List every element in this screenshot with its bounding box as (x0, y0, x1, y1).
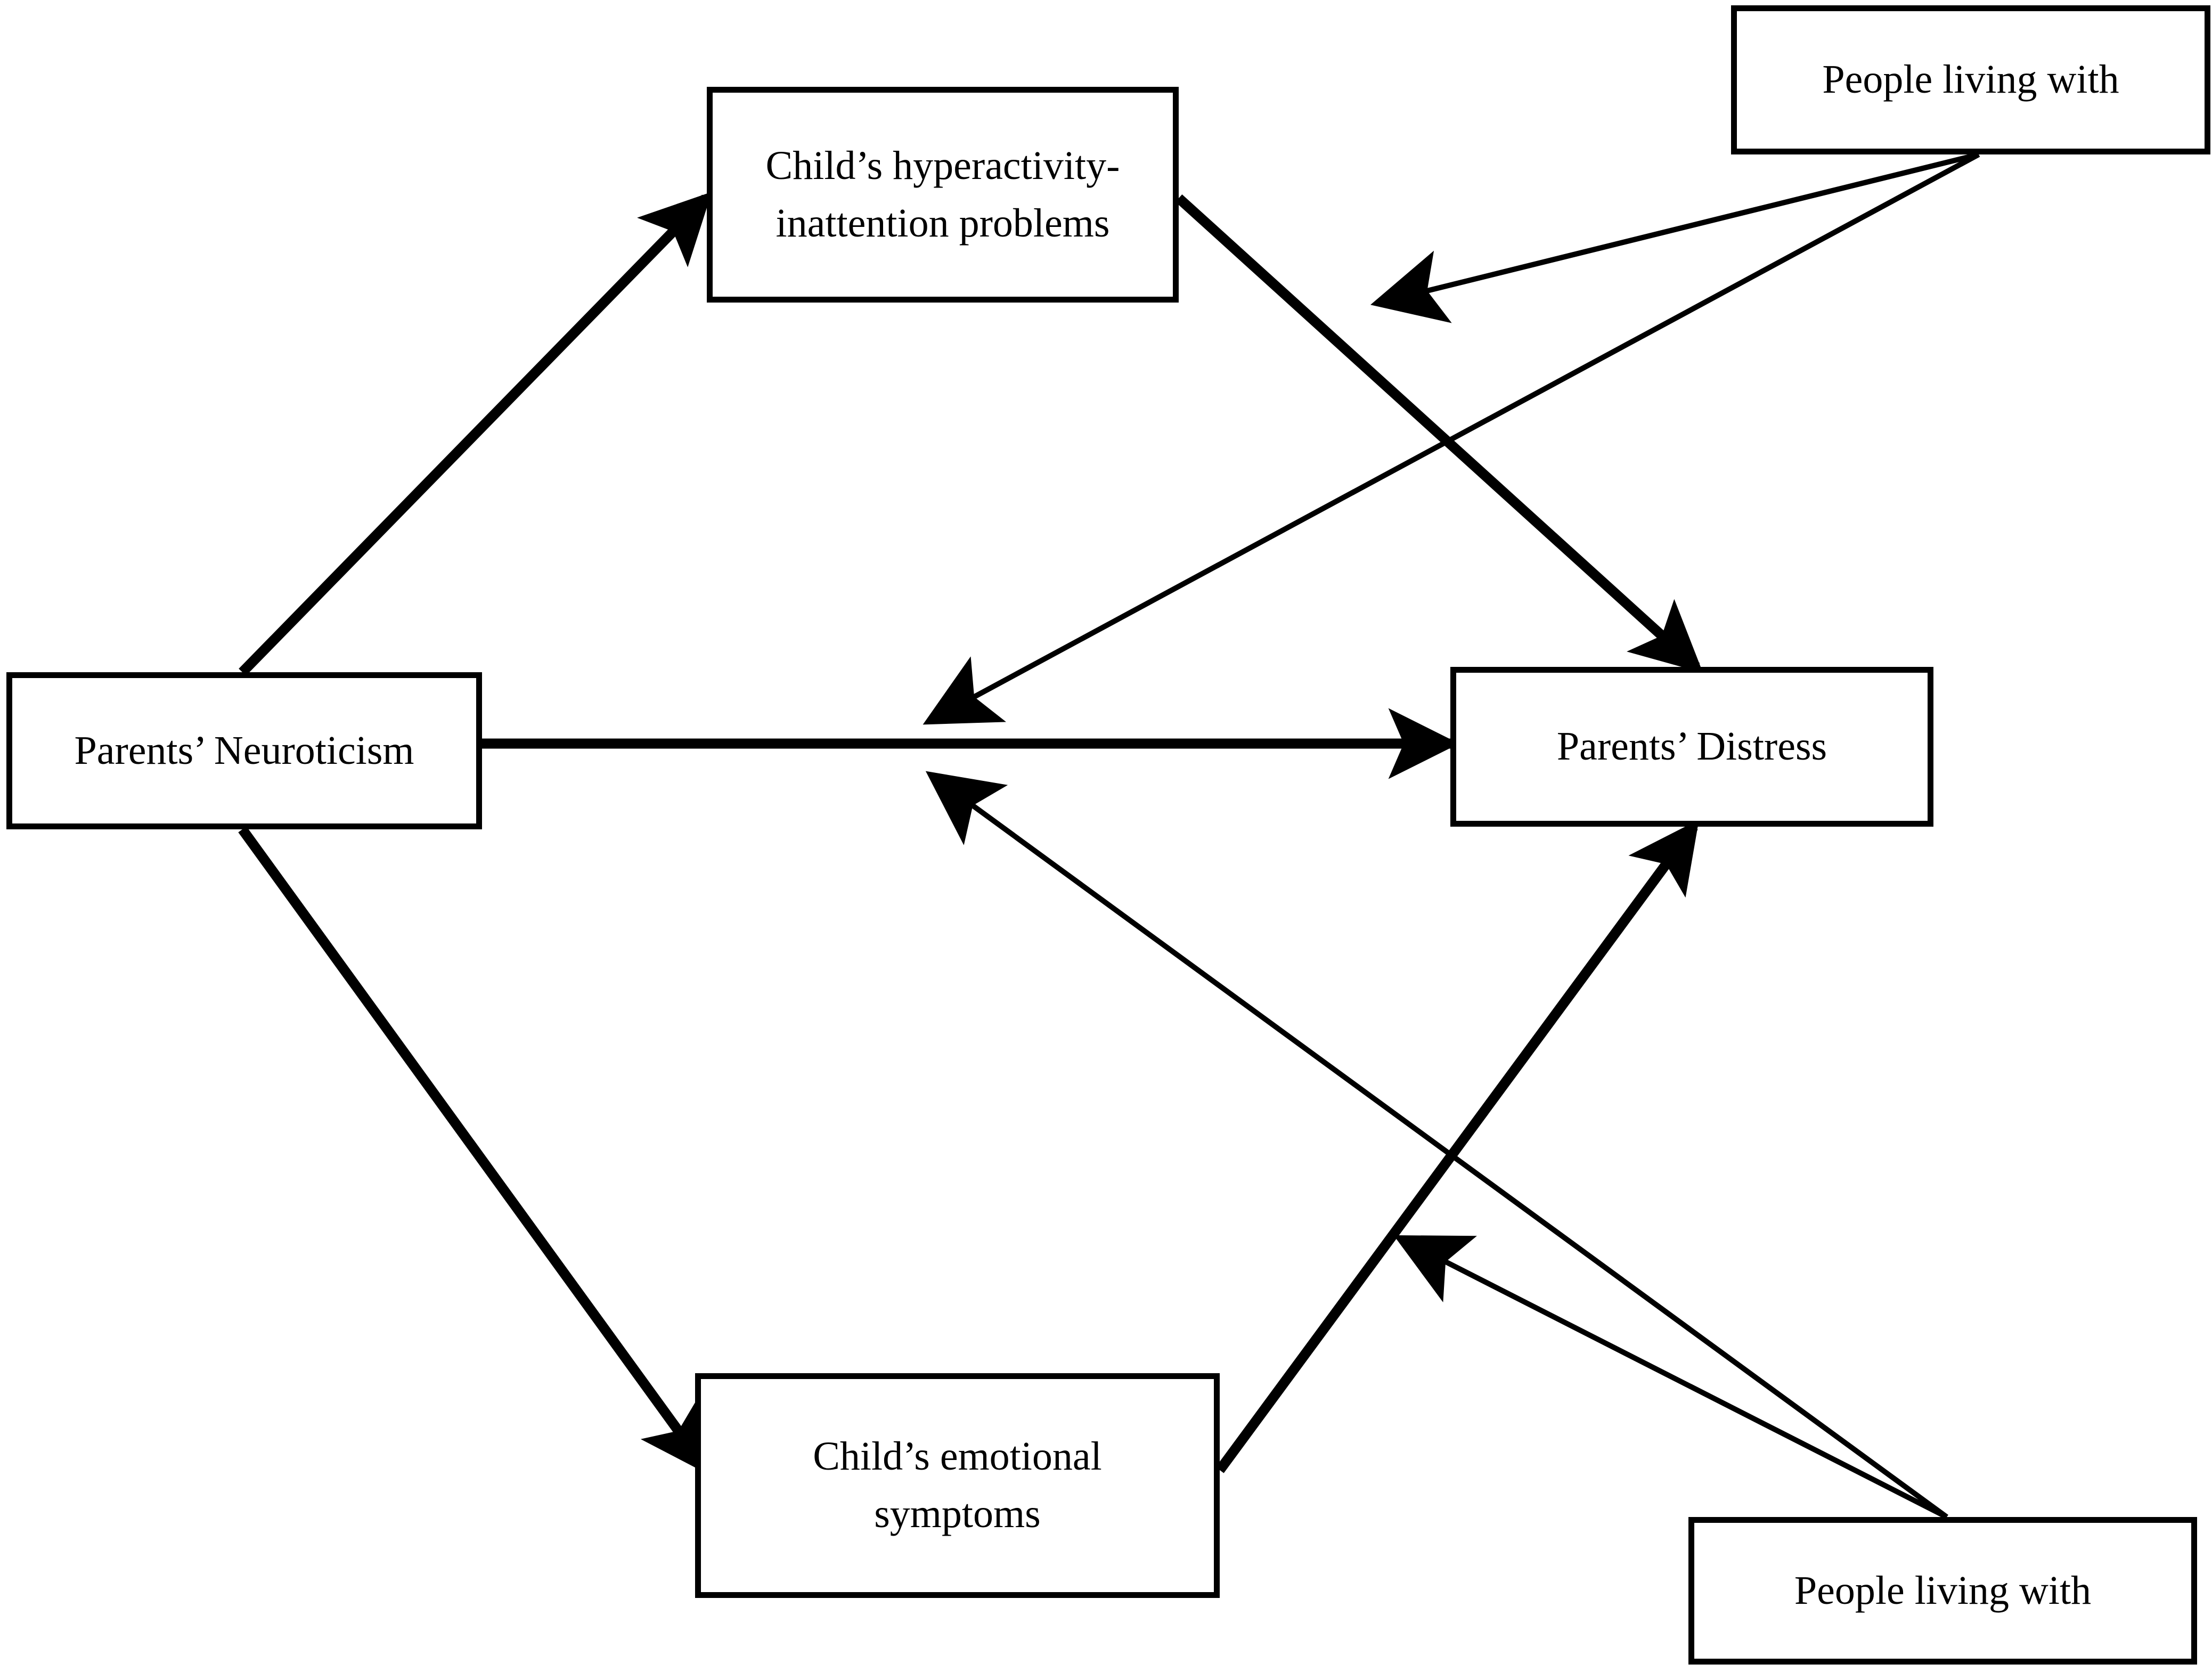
edge-people-bottom-to-neuroticism-distress-path (925, 771, 1948, 1520)
node-label-child-emotional-symptoms: Child’s emotional symptoms (813, 1434, 1102, 1536)
edge-neuroticism-to-hyperactivity (239, 192, 712, 676)
edge-emotional-symptoms-to-distress (1215, 819, 1699, 1473)
node-label-people-living-with-top: People living with (1822, 57, 2119, 102)
node-people-living-with-top[interactable]: People living with (1731, 5, 2210, 154)
edge-neuroticism-to-emotional-symptoms (238, 826, 711, 1476)
node-label-people-living-with-bottom: People living with (1794, 1568, 2092, 1613)
node-parents-distress[interactable]: Parents’ Distress (1450, 667, 1933, 827)
node-parents-neuroticism[interactable]: Parents’ Neuroticism (6, 672, 482, 829)
edge-people-bottom-to-emotional-distress-path (1393, 1235, 1948, 1520)
node-label-parents-distress: Parents’ Distress (1556, 724, 1827, 769)
edge-hyperactivity-to-distress (1175, 194, 1703, 673)
edge-people-top-to-hyperactivity-distress-path (1370, 152, 1980, 323)
node-label-parents-neuroticism: Parents’ Neuroticism (74, 728, 414, 773)
node-child-emotional-symptoms[interactable]: Child’s emotional symptoms (695, 1373, 1220, 1598)
edge-people-top-to-neuroticism-distress-path (923, 152, 1980, 725)
node-label-child-hyperactivity-inattention: Child’s hyperactivity- inattention probl… (765, 143, 1120, 246)
node-people-living-with-bottom[interactable]: People living with (1688, 1517, 2197, 1665)
node-child-hyperactivity-inattention[interactable]: Child’s hyperactivity- inattention probl… (707, 87, 1179, 303)
